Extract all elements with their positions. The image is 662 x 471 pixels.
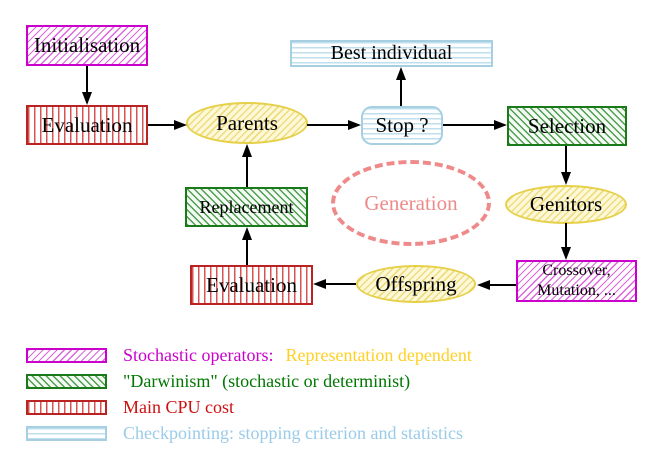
legend-row-cpu-cost: Main CPU cost: [0, 397, 662, 417]
node-stop: Stop ?: [361, 106, 443, 145]
arrowhead-right-icon: [348, 120, 361, 130]
legend-swatch-green-hatch: [26, 374, 107, 389]
arrowhead-up-icon: [242, 144, 252, 157]
legend-row-darwinism: "Darwinism" (stochastic or determinist): [0, 371, 662, 391]
arrow-line: [148, 124, 175, 126]
arrow-line: [86, 66, 88, 93]
node-offspring: Offspring: [356, 265, 476, 303]
node-genitors: Genitors: [505, 185, 627, 224]
legend-swatch-red-stripes: [26, 400, 107, 415]
arrow-line: [489, 284, 516, 286]
arrowhead-up-icon: [242, 227, 252, 240]
arrow-line: [246, 239, 248, 265]
arrowhead-left-icon: [313, 279, 326, 289]
arrowhead-down-icon: [561, 247, 571, 260]
node-initialisation: Initialisation: [26, 25, 148, 66]
arrowhead-right-icon: [174, 120, 187, 130]
node-evaluation-top: Evaluation: [26, 105, 148, 145]
node-crossover-mutation: Crossover, Mutation, ...: [516, 260, 637, 302]
node-evaluation-bottom: Evaluation: [190, 265, 313, 305]
crossover-line2: Mutation, ...: [537, 282, 616, 299]
arrowhead-left-icon: [477, 280, 490, 290]
arrow-line: [565, 146, 567, 173]
legend-label-stochastic: Stochastic operators: Representation depe…: [123, 345, 472, 366]
legend-label-darwinism: "Darwinism" (stochastic or determinist): [123, 371, 411, 391]
node-replacement: Replacement: [185, 187, 308, 227]
node-best-individual: Best individual: [290, 40, 493, 67]
arrowhead-down-icon: [561, 172, 571, 185]
arrowhead-up-icon: [396, 67, 406, 80]
legend-label-stochastic-operators: Stochastic operators:: [123, 345, 274, 365]
legend-label-representation-dependent: Representation dependent: [285, 345, 472, 365]
arrowhead-right-icon: [494, 120, 507, 130]
arrow-line: [443, 124, 495, 126]
arrow-line: [246, 156, 248, 187]
legend-label-cpu-cost: Main CPU cost: [123, 397, 235, 417]
arrow-line: [400, 79, 402, 106]
arrow-line: [307, 124, 349, 126]
legend-row-stochastic: Stochastic operators: Representation depe…: [0, 345, 662, 365]
legend-label-checkpointing: Checkpointing: stopping criterion and st…: [123, 423, 463, 443]
legend-swatch-magenta-hatch: [26, 348, 107, 363]
node-parents: Parents: [186, 102, 308, 144]
legend-row-checkpointing: Checkpointing: stopping criterion and st…: [0, 423, 662, 443]
legend-swatch-cyan-stripes: [26, 426, 107, 441]
arrow-line: [325, 283, 356, 285]
crossover-line1: Crossover,: [542, 262, 611, 279]
node-generation-cycle: Generation: [331, 160, 491, 246]
arrowhead-down-icon: [82, 92, 92, 105]
arrow-line: [565, 223, 567, 248]
node-selection: Selection: [507, 106, 627, 146]
